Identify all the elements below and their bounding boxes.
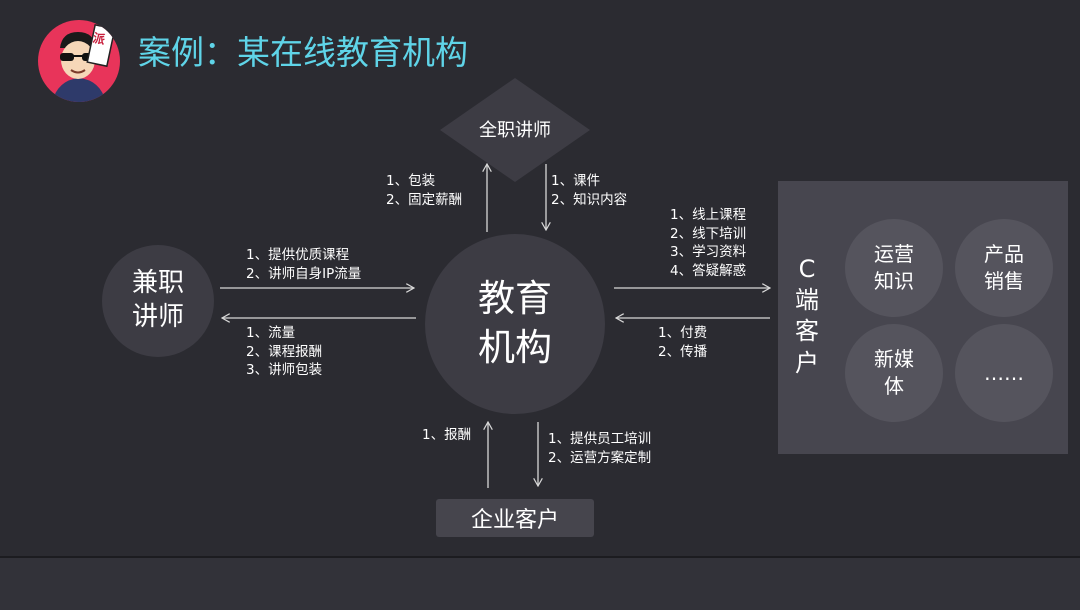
c-item-operations: 运营 知识	[845, 219, 943, 317]
c-item-new-media: 新媒 体	[845, 324, 943, 422]
c-item-product-sales: 产品 销售	[955, 219, 1053, 317]
bottom-bar	[0, 556, 1080, 610]
c-item-label: 新媒 体	[874, 347, 914, 398]
education-institution-label: 教育 机构	[478, 277, 552, 369]
education-institution-node: 教育 机构	[425, 234, 605, 414]
c-client-label: C 端 客 户	[795, 255, 819, 377]
c-item-label: 运营 知识	[874, 242, 914, 293]
fulltime-lecturer-label: 全职讲师	[479, 120, 551, 141]
page-title: 案例：某在线教育机构	[138, 33, 468, 72]
parttime-lecturer-node: 兼职 讲师	[102, 245, 214, 357]
edge-label-from-enterprise: 1、报酬	[422, 427, 472, 443]
c-item-label: 产品 销售	[984, 242, 1024, 293]
arrows	[220, 0, 1080, 488]
c-item-label: ……	[984, 360, 1024, 385]
enterprise-client-label: 企业客户	[470, 508, 559, 533]
enterprise-client-node: 企业客户	[436, 499, 594, 537]
c-item-more: ……	[955, 324, 1053, 422]
fulltime-lecturer-node	[440, 78, 590, 182]
parttime-lecturer-label: 兼职 讲师	[131, 268, 184, 332]
avatar-illustration	[52, 23, 116, 102]
avatar: 派	[38, 20, 120, 102]
